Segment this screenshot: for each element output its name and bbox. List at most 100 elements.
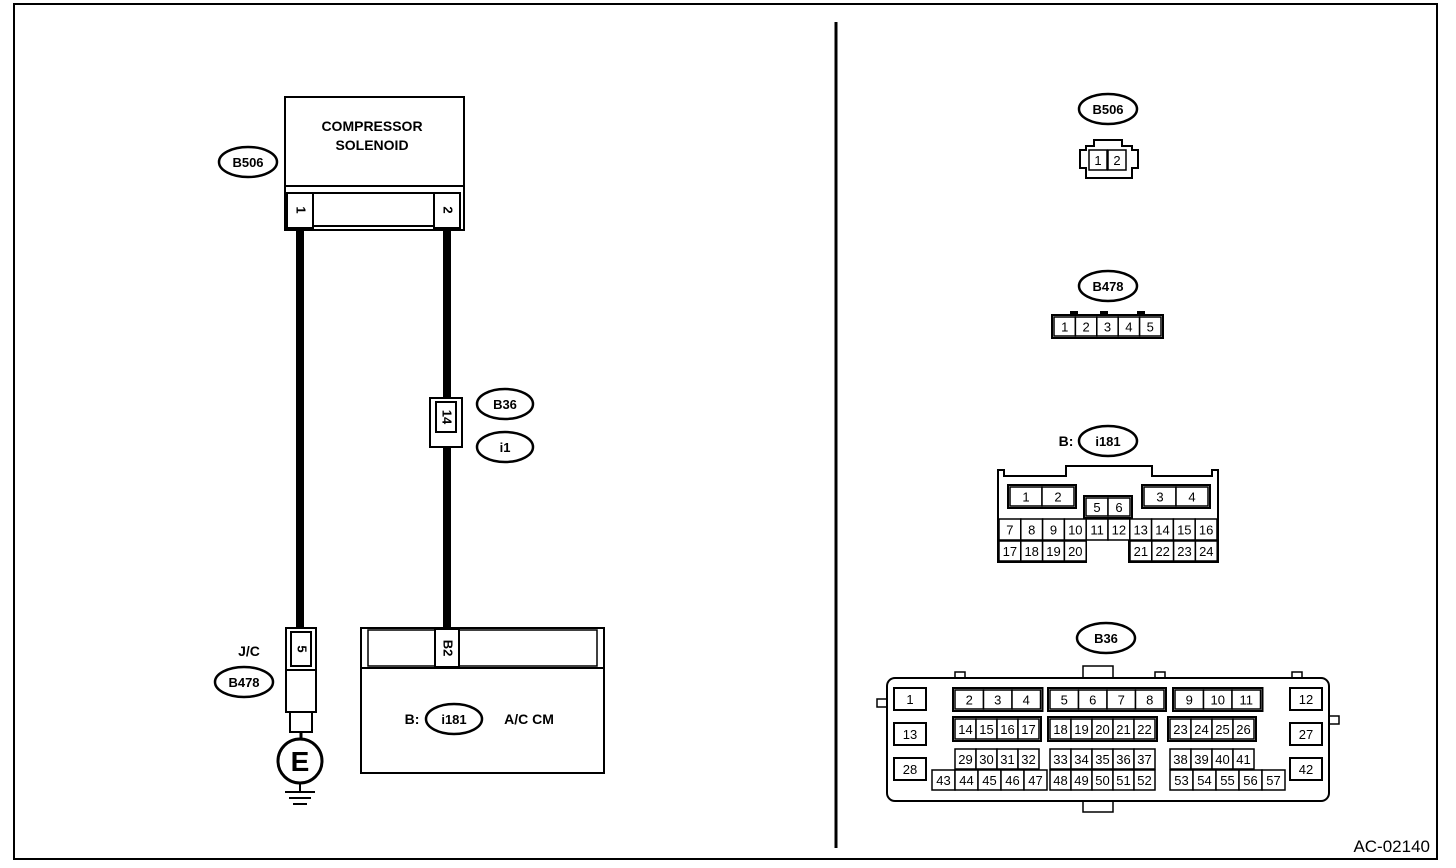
solenoid-pin-1: 1 xyxy=(294,206,309,213)
b36-pin-30: 30 xyxy=(979,752,993,767)
b478-pin-1: 1 xyxy=(1061,320,1068,335)
i181-pin-15: 15 xyxy=(1177,523,1191,538)
b506-pin-1: 1 xyxy=(1094,153,1101,168)
b36-pin-27-box xyxy=(1289,722,1323,746)
i181-pin-1: 1 xyxy=(1022,490,1029,505)
b36-pin-5: 5 xyxy=(1061,693,1068,708)
i181-pin-19: 19 xyxy=(1046,544,1060,559)
b36-pin-14: 14 xyxy=(958,722,972,737)
ac-control-module: B2 B: i181 A/C CM xyxy=(360,627,605,774)
joint-connector: 5 J/C xyxy=(238,627,317,740)
b36-pin-15: 15 xyxy=(979,722,993,737)
b36-pin-26: 26 xyxy=(1236,722,1250,737)
b36-pin-33: 33 xyxy=(1053,752,1067,767)
b36-pin-46: 46 xyxy=(1005,773,1019,788)
b36-pin-2: 2 xyxy=(966,693,973,708)
b36-pin-28: 28 xyxy=(903,762,917,777)
b36-pin-29: 29 xyxy=(958,752,972,767)
outer-frame xyxy=(13,3,1438,860)
i181-pin-7: 7 xyxy=(1006,523,1013,538)
b36-pin-22: 22 xyxy=(1137,722,1151,737)
i181-pin-16-box xyxy=(1194,518,1218,541)
b36-pin-8: 8 xyxy=(1146,693,1153,708)
connector-tag-i181-left: i181 xyxy=(441,712,466,727)
b36-pin-44: 44 xyxy=(959,773,973,788)
i181-pin-16: 16 xyxy=(1199,523,1213,538)
b478-pin-5: 5 xyxy=(1147,320,1154,335)
i181-pin-8: 8 xyxy=(1028,523,1035,538)
solenoid-label-line1: COMPRESSOR xyxy=(321,118,422,134)
b36-pin-38: 38 xyxy=(1173,752,1187,767)
b36-pin-40: 40 xyxy=(1215,752,1229,767)
i181-pin-14: 14 xyxy=(1155,523,1169,538)
b36-pin-4-box xyxy=(1011,689,1042,710)
svg-text:B36: B36 xyxy=(493,397,517,412)
i181-pin-4: 4 xyxy=(1188,490,1195,505)
i181-pin-6-box xyxy=(1107,497,1131,517)
b36-pin-53: 53 xyxy=(1174,773,1188,788)
i181-pin-5: 5 xyxy=(1093,500,1100,515)
b36-pin-37: 37 xyxy=(1137,752,1151,767)
b36-pin-54: 54 xyxy=(1197,773,1211,788)
i181-pin-6: 6 xyxy=(1115,500,1122,515)
b36-pin-19: 19 xyxy=(1074,722,1088,737)
b36-pin-35: 35 xyxy=(1095,752,1109,767)
jc-pin-5: 5 xyxy=(295,645,310,652)
module-prefix: B: xyxy=(405,711,420,727)
solenoid-label-line2: SOLENOID xyxy=(335,137,408,153)
i181-pin-24: 24 xyxy=(1199,544,1213,559)
b506-pin-2: 2 xyxy=(1113,153,1120,168)
b36-pin-12: 12 xyxy=(1299,692,1313,707)
b36-pin-42-box xyxy=(1289,757,1323,781)
i181-pin-23: 23 xyxy=(1177,544,1191,559)
b36-pin-42: 42 xyxy=(1299,762,1313,777)
b36-pin-17: 17 xyxy=(1021,722,1035,737)
b36-pin-13-box xyxy=(893,722,927,746)
b36-pin-47-box xyxy=(1023,769,1048,791)
figure-id: AC-02140 xyxy=(1353,837,1430,856)
i181-pin-21: 21 xyxy=(1134,544,1148,559)
b36-pin-41-box xyxy=(1232,748,1255,770)
b36-pin-4: 4 xyxy=(1023,693,1030,708)
i181-pin-9: 9 xyxy=(1050,523,1057,538)
b36-pin-56: 56 xyxy=(1243,773,1257,788)
b36-pin-24: 24 xyxy=(1194,722,1208,737)
b478-pin-5-box xyxy=(1138,316,1162,337)
b36-pin-47: 47 xyxy=(1028,773,1042,788)
i181-pin-2: 2 xyxy=(1054,490,1061,505)
b36-pin-13: 13 xyxy=(903,727,917,742)
b36-pin-11: 11 xyxy=(1240,693,1254,708)
b36-pin-22-box xyxy=(1133,718,1156,740)
i181-pin-24-box xyxy=(1194,540,1218,562)
i181-pin-11: 11 xyxy=(1090,523,1104,538)
b36-pin-57-box xyxy=(1261,769,1286,791)
i181-pin-3: 3 xyxy=(1156,490,1163,505)
b36-pin-12-box xyxy=(1289,687,1323,711)
i181-pin-22: 22 xyxy=(1155,544,1169,559)
b506-tag: B506 xyxy=(1092,102,1123,117)
b36-pin-37-box xyxy=(1133,748,1156,770)
svg-text:i1: i1 xyxy=(500,440,511,455)
i181-pin-10: 10 xyxy=(1068,523,1082,538)
b36-pin-49: 49 xyxy=(1074,773,1088,788)
b36-pin-52-box xyxy=(1133,769,1156,791)
b36-pin-36: 36 xyxy=(1116,752,1130,767)
b36-pin-41: 41 xyxy=(1236,752,1250,767)
b36-pin-7: 7 xyxy=(1118,693,1125,708)
b478-tag: B478 xyxy=(1092,279,1123,294)
ground-symbol: E xyxy=(276,737,324,805)
connector-tag-i1: i1 xyxy=(475,430,535,464)
b36-pin-9: 9 xyxy=(1186,693,1193,708)
inline-pin-14: 14 xyxy=(440,410,455,425)
b36-pin-48: 48 xyxy=(1053,773,1067,788)
i181-pin-13: 13 xyxy=(1133,523,1147,538)
b36-pin-1: 1 xyxy=(906,692,913,707)
b36-pin-31: 31 xyxy=(1000,752,1014,767)
b36-pin-3: 3 xyxy=(994,693,1001,708)
b478-pin-4: 4 xyxy=(1125,320,1132,335)
connector-tag-b36-left: B36 xyxy=(475,387,535,421)
jc-label: J/C xyxy=(238,643,260,659)
i181-pin-17: 17 xyxy=(1003,544,1017,559)
